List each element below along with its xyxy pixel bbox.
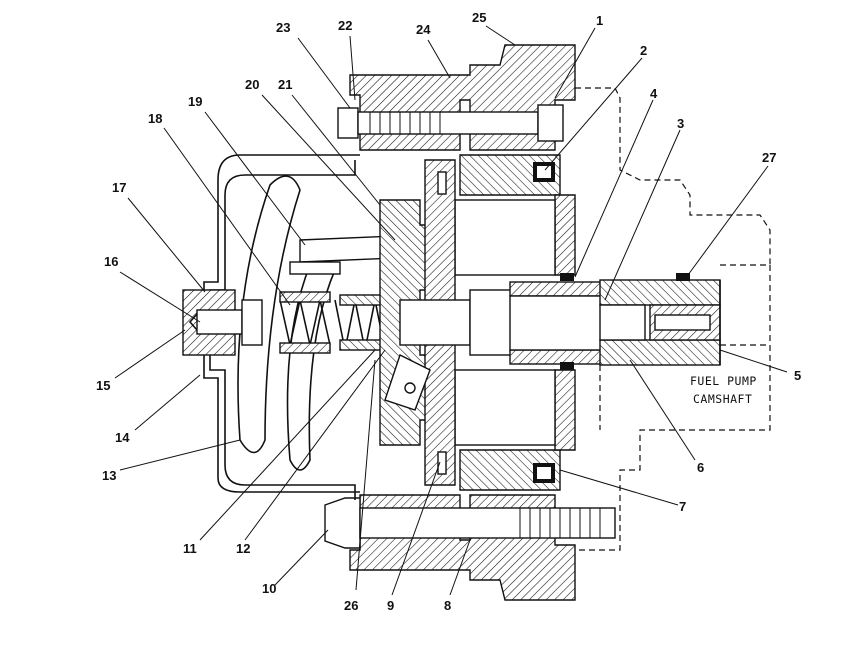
callout-25: 25 (472, 10, 486, 25)
callout-17: 17 (112, 180, 126, 195)
callout-19: 19 (188, 94, 202, 109)
note-fuel-pump: FUEL PUMP (690, 374, 757, 388)
adjusting-screw (182, 289, 263, 356)
callout-10: 10 (262, 581, 276, 596)
drive-shaft (399, 273, 721, 370)
callout-7: 7 (679, 499, 686, 514)
leader-lines (114, 25, 788, 596)
callout-4: 4 (650, 86, 658, 101)
lower-bolt (324, 497, 616, 549)
callout-22: 22 (338, 18, 352, 33)
callout-5: 5 (794, 368, 801, 383)
callout-13: 13 (102, 468, 116, 483)
callout-14: 14 (115, 430, 130, 445)
callout-11: 11 (183, 541, 197, 556)
callout-3: 3 (677, 116, 684, 131)
callout-6: 6 (697, 460, 704, 475)
callout-20: 20 (245, 77, 259, 92)
callout-27: 27 (762, 150, 776, 165)
top-cap-screw (337, 104, 564, 142)
camshaft-housing-phantom (575, 87, 771, 551)
callout-12: 12 (236, 541, 250, 556)
callout-21: 21 (278, 77, 292, 92)
springs (279, 291, 401, 354)
callout-26: 26 (344, 598, 358, 613)
note-camshaft: CAMSHAFT (693, 392, 752, 406)
o-rings (533, 162, 555, 483)
callout-9: 9 (387, 598, 394, 613)
callout-1: 1 (596, 13, 603, 28)
callouts: 1 2 3 4 5 6 7 8 9 10 11 12 13 14 15 16 1… (96, 10, 801, 613)
callout-16: 16 (104, 254, 118, 269)
callout-18: 18 (148, 111, 162, 126)
callout-23: 23 (276, 20, 290, 35)
callout-2: 2 (640, 43, 647, 58)
callout-24: 24 (416, 22, 431, 37)
callout-8: 8 (444, 598, 451, 613)
callout-15: 15 (96, 378, 110, 393)
